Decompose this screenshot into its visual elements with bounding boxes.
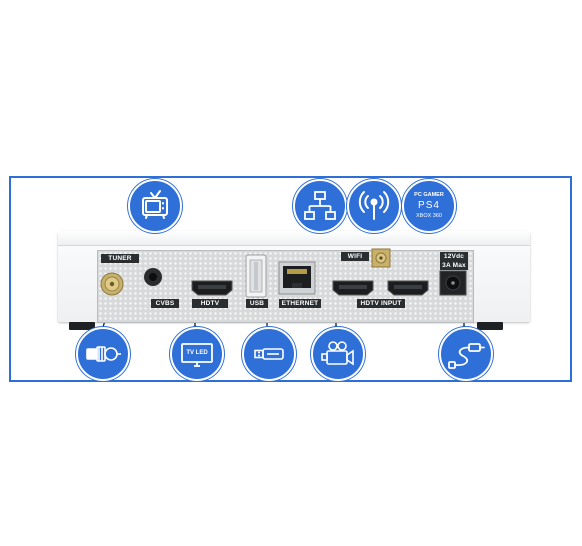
power-current-label: 3A Max bbox=[440, 261, 468, 270]
tv-led-callout: TV LED bbox=[170, 327, 224, 381]
wifi-label: WIFI bbox=[341, 252, 369, 261]
network-callout bbox=[293, 179, 347, 233]
hdtv-input-label: HDTV INPUT bbox=[357, 299, 405, 308]
hdtv-port[interactable] bbox=[190, 279, 234, 297]
usb-label: USB bbox=[246, 299, 268, 308]
wifi-antenna-icon bbox=[358, 191, 390, 220]
power-cable-icon bbox=[448, 343, 485, 369]
gaming-callout: PC GAMER PS4 XBOX 360 bbox=[402, 179, 456, 233]
ethernet-label: ETHERNET bbox=[279, 299, 321, 308]
hdtv-input-port-2[interactable] bbox=[386, 279, 430, 297]
usb-callout bbox=[242, 327, 296, 381]
tuner-label: TUNER bbox=[101, 254, 139, 263]
gaming-line-3: XBOX 360 bbox=[416, 213, 442, 219]
network-icon bbox=[304, 191, 336, 220]
device-foot-left bbox=[69, 322, 95, 330]
tuner-port[interactable] bbox=[99, 271, 125, 297]
device-foot-right bbox=[477, 322, 503, 330]
cvbs-label: CVBS bbox=[151, 299, 179, 308]
camera-icon bbox=[321, 341, 354, 366]
tv-led-icon bbox=[181, 343, 213, 367]
usb-port[interactable] bbox=[245, 254, 267, 298]
hdtv-label: HDTV bbox=[192, 299, 228, 308]
hdtv-input-port-1[interactable] bbox=[331, 279, 375, 297]
retro-tv-callout bbox=[128, 179, 182, 233]
coax-callout bbox=[76, 327, 130, 381]
retro-tv-icon bbox=[142, 190, 168, 219]
wifi-antenna-port[interactable] bbox=[371, 248, 391, 268]
device-top-band bbox=[58, 231, 530, 246]
camera-callout bbox=[311, 327, 365, 381]
ethernet-port[interactable] bbox=[278, 261, 316, 295]
wifi-callout bbox=[347, 179, 401, 233]
power-voltage-label: 12Vdc bbox=[440, 252, 468, 261]
power-callout bbox=[439, 327, 493, 381]
power-jack[interactable] bbox=[439, 270, 467, 296]
gaming-line-2: PS4 bbox=[418, 200, 440, 211]
cvbs-jack[interactable] bbox=[142, 266, 164, 288]
tv-led-label: TV LED bbox=[186, 350, 208, 356]
usb-stick-icon bbox=[254, 348, 284, 360]
coax-connector-icon bbox=[86, 346, 121, 362]
gaming-line-1: PC GAMER bbox=[414, 192, 444, 198]
